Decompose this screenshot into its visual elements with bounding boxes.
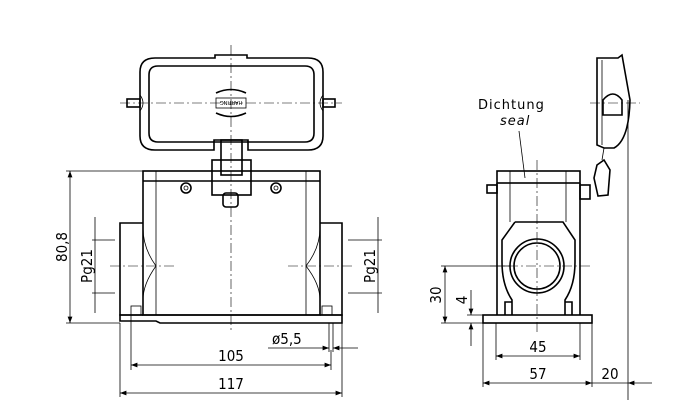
- svg-text:seal: seal: [500, 114, 530, 129]
- dimension-hole-diameter: ø5,5: [268, 323, 358, 352]
- side-housing: [482, 170, 593, 324]
- svg-text:57: 57: [529, 365, 546, 383]
- dimension-height: 80,8: [53, 170, 143, 324]
- dimension-thread-left: Pg21: [78, 217, 115, 313]
- side-view: Dichtung seal: [427, 53, 652, 400]
- seal-label: Dichtung seal: [478, 98, 545, 179]
- dimension-axis-height: 30: [427, 265, 510, 324]
- dimension-overall-width: 117: [119, 323, 343, 397]
- dimension-base-thickness: 4: [453, 290, 497, 346]
- dimension-thread-right: Pg21: [348, 217, 382, 313]
- dimension-side-hole-spacing: 45: [495, 323, 581, 360]
- svg-text:4: 4: [453, 296, 471, 305]
- dimension-lid-offset: 20: [592, 100, 652, 400]
- dimension-overall-depth: 57: [482, 323, 593, 387]
- dimension-hole-spacing: 105: [130, 315, 332, 370]
- front-view: HARTING: [53, 45, 382, 397]
- housing: [119, 170, 343, 324]
- svg-text:30: 30: [427, 286, 445, 303]
- svg-text:45: 45: [529, 338, 546, 356]
- svg-text:Pg21: Pg21: [361, 249, 379, 283]
- svg-text:20: 20: [601, 365, 618, 383]
- svg-text:80,8: 80,8: [53, 232, 71, 262]
- svg-text:Pg21: Pg21: [78, 249, 96, 283]
- svg-text:Dichtung: Dichtung: [478, 98, 545, 113]
- svg-text:ø5,5: ø5,5: [272, 330, 302, 348]
- svg-text:117: 117: [218, 375, 244, 393]
- svg-text:105: 105: [218, 347, 244, 365]
- side-lid: [593, 53, 631, 197]
